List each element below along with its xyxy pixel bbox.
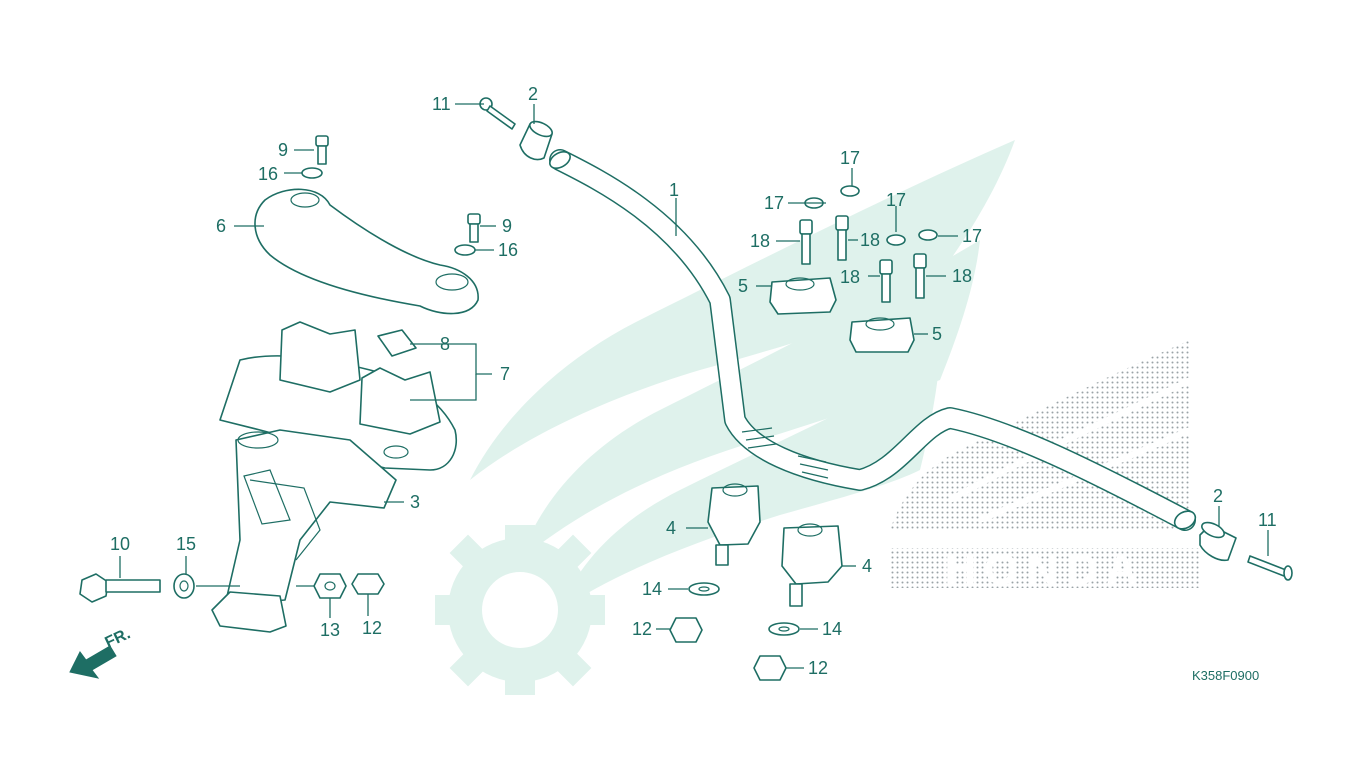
leader-lines [119,103,1269,669]
callout-15: 15 [176,534,196,554]
callout-17-c: 17 [886,190,906,210]
holder-bolts [799,215,927,303]
callout-11-left: 11 [432,94,451,114]
callout-4-right: 4 [862,556,872,576]
top-bolts-9 [315,135,481,243]
callout-10: 10 [110,534,130,554]
spacer-15 [173,573,195,599]
handlebar-weight-left [519,120,553,161]
callout-16-mid: 16 [498,240,518,260]
weight-screw-left [479,97,516,130]
callout-17-a: 17 [764,193,784,213]
svg-text:HONDA: HONDA [944,545,1145,594]
callout-3: 3 [410,492,420,512]
callout-labels: 1 2 2 3 4 4 5 5 6 7 8 9 9 10 11 11 12 12… [110,84,1277,678]
collar-13 [313,573,347,599]
callout-2-left: 2 [528,84,538,104]
direction-label: FR. [103,625,134,651]
handlebar-weight-right [1199,521,1237,562]
gear-watermark [435,525,605,695]
callout-6: 6 [216,216,226,236]
callout-18-a: 18 [750,231,770,251]
callout-18-d: 18 [952,266,972,286]
callout-2-right: 2 [1213,486,1223,506]
top-bridge-cover [254,188,479,315]
callout-17-b: 17 [840,148,860,168]
handlebar [549,149,1197,531]
callout-5-right: 5 [932,324,942,344]
callout-4-left: 4 [666,518,676,538]
callout-18-b: 18 [860,230,880,250]
pinch-bolt [79,573,161,603]
callout-14-left: 14 [642,579,662,599]
callout-12-left: 12 [632,619,652,639]
callout-7: 7 [500,364,510,384]
callout-18-c: 18 [840,267,860,287]
upper-holder-left [769,277,837,315]
callout-9-mid: 9 [502,216,512,236]
front-direction-arrow-icon: FR. [69,625,134,679]
callout-13: 13 [320,620,340,640]
lower-holder-left [707,483,761,566]
callout-1: 1 [669,180,679,200]
callout-11-right: 11 [1258,510,1277,530]
honda-wing-watermark [470,140,1192,610]
steering-stem [211,429,397,633]
callout-5-left: 5 [738,276,748,296]
nuts-12 [351,573,787,681]
callout-16-top: 16 [258,164,278,184]
callout-14-right: 14 [822,619,842,639]
callout-12-right: 12 [808,658,828,678]
diagram-code: K358F0900 [1192,668,1260,683]
callout-17-d: 17 [962,226,982,246]
upper-holder-right [849,317,915,353]
weight-screw-right [1247,555,1293,581]
top-bridge [219,321,457,471]
callout-9-top: 9 [278,140,288,160]
callout-12-mid: 12 [362,618,382,638]
honda-logo-watermark: HONDA [890,545,1200,594]
callout-8: 8 [440,334,450,354]
washers-14 [688,582,800,636]
lower-holder-right [781,523,843,607]
